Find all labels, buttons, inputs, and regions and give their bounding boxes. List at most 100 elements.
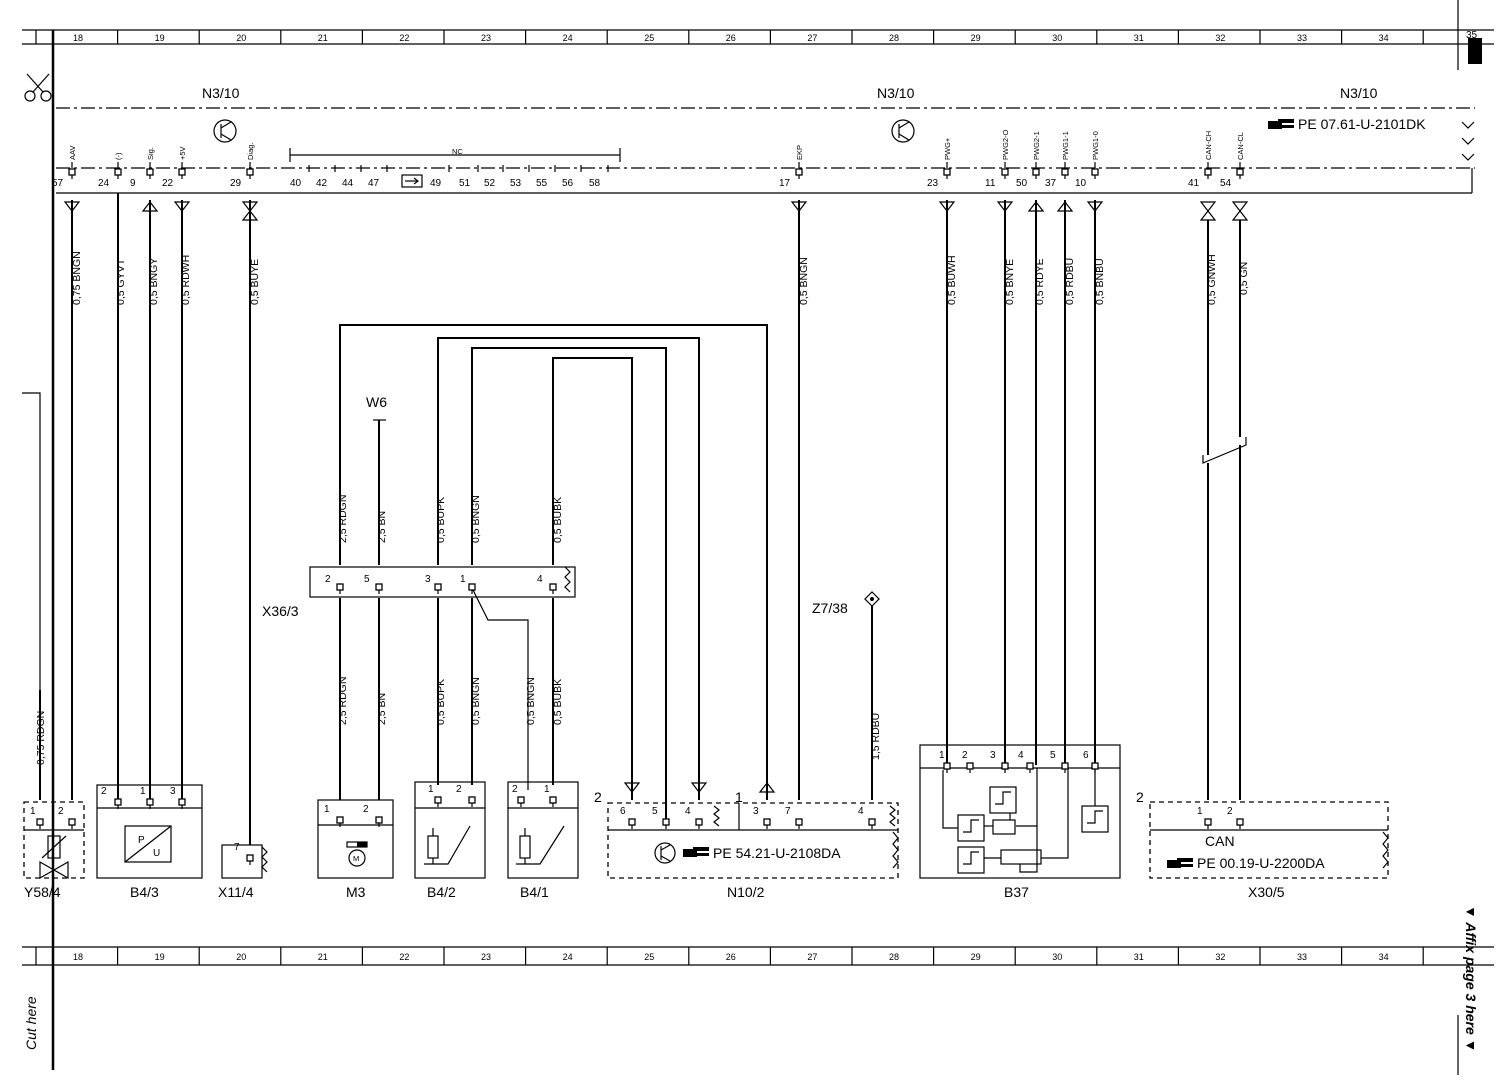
module-pin-number: 57 [52, 178, 64, 189]
component-pin-number: 2 [58, 806, 64, 817]
module-pin-41 [1204, 168, 1212, 179]
component-pin-number: 2 [363, 804, 369, 815]
component-x11-4-label: X11/4 [218, 884, 254, 900]
component-x30-5-label: X30/5 [1248, 884, 1285, 900]
component-pin-number: 4 [1018, 750, 1024, 761]
component-pin-number: 3 [170, 786, 176, 797]
ground-w6: W6 [366, 394, 387, 421]
x30-5-can-label: CAN [1205, 833, 1235, 849]
reference-hand-icon [683, 847, 709, 857]
component-pin-number: 2 [456, 784, 462, 795]
connector-pin [434, 583, 442, 594]
connector-x36-3: X36/3 [262, 566, 576, 619]
module-pin-function: AAV [68, 146, 77, 160]
connector-pin [468, 583, 476, 594]
component-pin [1061, 762, 1069, 773]
column-number-top: 25 [644, 33, 654, 43]
module-pin-number: 50 [1016, 178, 1028, 189]
module-pin-number: 10 [1075, 178, 1087, 189]
nc-pin-number: 47 [368, 178, 380, 189]
component-pin-number: 4 [685, 806, 691, 817]
connector-pin [549, 583, 557, 594]
component-pin [1001, 762, 1009, 773]
nc-pin-number: 53 [510, 178, 522, 189]
connector-pin-number: 5 [364, 574, 370, 585]
module-label-right: N3/10 [1340, 85, 1378, 101]
module-pin-number: 37 [1045, 178, 1057, 189]
splice-z7-38-label: Z7/38 [812, 600, 848, 616]
wire-label: 0,5 RDWH [180, 255, 192, 305]
column-number-bottom: 34 [1379, 952, 1389, 962]
module-pin-number: 11 [985, 178, 996, 189]
wire-label: 2,5 BN [376, 693, 388, 725]
wire-label: 0,5 BUPK [435, 679, 447, 725]
component-pin [1026, 762, 1034, 773]
module-pin-function: PWG2-1 [1032, 131, 1041, 160]
component-pin-number: 4 [858, 806, 864, 817]
module-label-left: N3/10 [202, 85, 240, 101]
module-pin-function: Diag. [246, 142, 255, 160]
transistor-icon [891, 119, 915, 143]
component-pin-number: 2 [101, 786, 107, 797]
column-number-bottom: 32 [1215, 952, 1225, 962]
module-pin-function: CAN-CH [1204, 131, 1213, 160]
module-pin-11 [1001, 168, 1009, 179]
component-pin [628, 818, 636, 829]
signal-direction-icon [1199, 201, 1217, 221]
column-number-bottom: 29 [971, 952, 981, 962]
wire-label: 0,5 BNGN [798, 257, 810, 305]
frame [22, 0, 1494, 1075]
component-x11-4: X11/4 [218, 844, 268, 900]
nc-pin-number: 44 [342, 178, 354, 189]
wire-label: 0,5 BNGY [148, 258, 160, 305]
component-n10-2: 2 1 PE 54.21-U-2108DA N10/2 [594, 789, 899, 900]
component-b4-1: B4/1 [507, 781, 579, 900]
column-labels: 1818191920202121222223232424252526262727… [73, 33, 1389, 962]
module-pin-number: 41 [1188, 178, 1200, 189]
column-number-top: 27 [807, 33, 817, 43]
wire-label: 0,5 GN [1238, 262, 1250, 295]
column-number-bottom: 27 [807, 952, 817, 962]
component-pin-number: 2 [962, 750, 968, 761]
module-pin-function: PWG2-O [1001, 129, 1010, 160]
module-pin-number: 23 [927, 178, 939, 189]
component-x30-5: 2 CAN PE 00.19-U-2200DA X30/5 [1136, 789, 1389, 900]
column-number-bottom: 19 [155, 952, 165, 962]
column-number-top: 18 [73, 33, 83, 43]
module-pin-number: 54 [1220, 178, 1232, 189]
wire-label: 0,5 GYVT [115, 258, 127, 305]
column-number-top: 21 [318, 33, 328, 43]
b4-3-symbol-u: U [153, 848, 160, 859]
column-ruler [35, 30, 1424, 965]
nc-pin-number: 40 [290, 178, 302, 189]
nc-pin-number: 55 [536, 178, 548, 189]
component-pin [695, 818, 703, 829]
module-pin-24 [114, 168, 122, 179]
wire-label: 0,5 BUWH [946, 255, 958, 305]
component-pin-number: 1 [140, 786, 146, 797]
component-pin [1204, 818, 1212, 829]
component-pin [1236, 818, 1244, 829]
component-pin [36, 818, 44, 829]
nc-pin-number: 51 [459, 178, 471, 189]
column-number-top: 34 [1379, 33, 1389, 43]
component-m3-label: M3 [346, 884, 366, 900]
module-pin-17 [795, 168, 803, 179]
scissors-icon [24, 73, 52, 102]
column-number-top: 20 [236, 33, 246, 43]
wire-label: 0,5 RDBU [1064, 258, 1076, 305]
wire-label: 0,5 BNBU [1094, 258, 1106, 305]
column-number-top: 33 [1297, 33, 1307, 43]
module-pin-37 [1061, 168, 1069, 179]
wire-label: 2,5 RDGN [337, 677, 349, 725]
wires [39, 193, 1241, 845]
component-pin-number: 5 [1050, 750, 1056, 761]
nc-pin-number: 49 [430, 178, 442, 189]
column-number-bottom: 28 [889, 952, 899, 962]
column-number-bottom: 30 [1052, 952, 1062, 962]
column-number-bottom: 31 [1134, 952, 1144, 962]
module-pin-29 [246, 168, 254, 179]
column-number-top: 31 [1134, 33, 1144, 43]
